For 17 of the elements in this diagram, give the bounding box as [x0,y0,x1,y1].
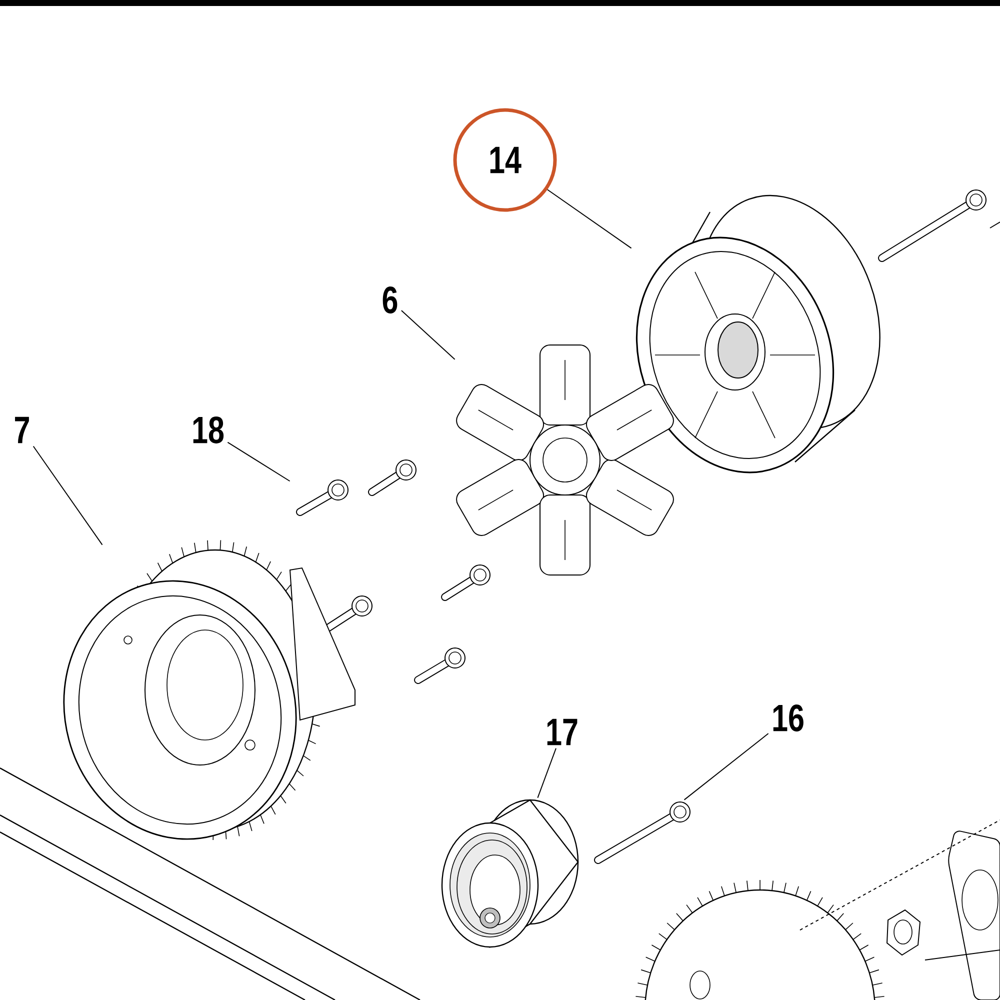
bolt-drawing [594,802,690,864]
pulley-drawing [63,540,356,840]
leader-line [537,748,556,798]
leader-line [32,446,103,546]
callout-number: 18 [193,416,224,444]
callout-number: 14 [453,108,557,212]
callout-number: 7 [15,416,29,444]
callout-number: 16 [773,704,804,732]
leader-line [684,733,769,800]
leader-line [400,310,456,360]
drum-drawing [636,194,880,474]
leader-line [227,442,290,482]
callout-number: 6 [382,286,398,314]
callout-number: 17 [547,718,578,746]
damper-drawing [456,344,674,576]
bolt-drawing [296,480,348,516]
leader-line [546,189,632,249]
